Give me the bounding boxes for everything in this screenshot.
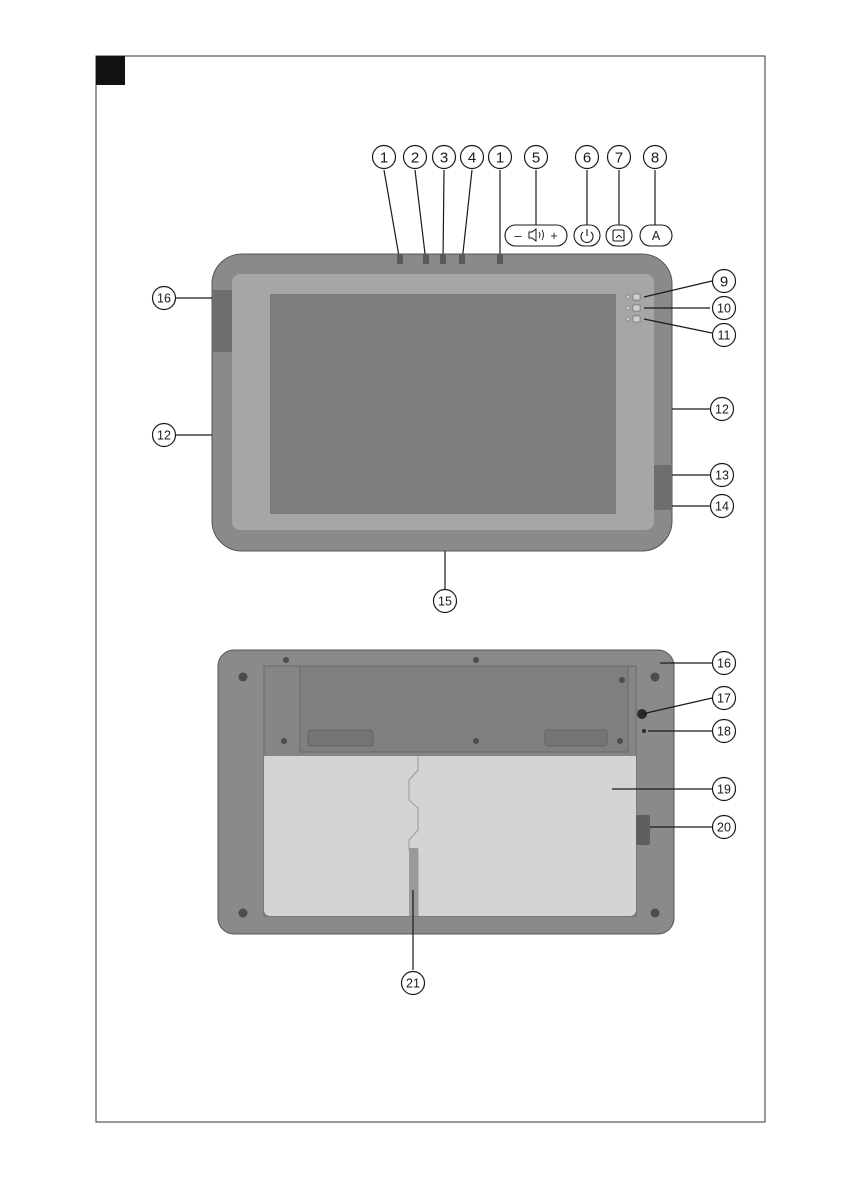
svg-text:20: 20 [717,821,731,835]
callout: 3 [433,146,456,169]
volume-minus-label: – [515,229,522,243]
callout: 14 [711,495,734,518]
volume-button: – + [505,225,567,246]
svg-text:21: 21 [406,977,420,991]
svg-text:3: 3 [440,150,448,167]
svg-text:11: 11 [718,329,731,343]
volume-plus-label: + [550,229,557,243]
callout: 13 [711,464,734,487]
svg-text:16: 16 [157,292,171,306]
callout: 10 [713,297,736,320]
back-view [218,650,712,970]
callout: 12 [711,398,734,421]
callout: 6 [576,146,599,169]
svg-text:6: 6 [583,150,591,167]
right-side-strip [654,465,672,510]
callout: 9 [713,270,736,293]
left-side-strip [212,290,232,352]
page-frame [96,56,765,1122]
callout: 12 [153,424,176,447]
slider-switch [636,815,650,845]
svg-text:12: 12 [157,429,171,443]
svg-text:8: 8 [651,150,659,167]
power-button [574,225,600,246]
callout: 15 [434,590,457,613]
callout: 17 [713,687,736,710]
callout: 21 [402,972,425,995]
svg-text:18: 18 [717,725,731,739]
callout: 2 [404,146,427,169]
callout: 1 [373,146,396,169]
svg-text:1: 1 [380,150,388,167]
mode-letter-label: A [652,229,661,243]
svg-text:17: 17 [717,692,731,706]
callout: 20 [713,816,736,839]
svg-text:1: 1 [496,150,504,167]
callout: 18 [713,720,736,743]
callout: 7 [608,146,631,169]
battery-cover [264,756,636,916]
svg-text:12: 12 [715,403,729,417]
svg-text:2: 2 [411,150,419,167]
callout: 16 [713,652,736,675]
callout: 5 [525,146,548,169]
callout: 19 [713,778,736,801]
section-marker [96,56,125,85]
reset-hole [642,729,646,733]
callout: 8 [644,146,667,169]
svg-text:7: 7 [615,150,623,167]
svg-text:13: 13 [715,469,729,483]
svg-text:5: 5 [532,150,540,167]
display-button [606,225,632,246]
stand-foot-right [545,730,607,746]
top-leaders [384,170,655,262]
svg-text:15: 15 [438,595,452,609]
svg-text:14: 14 [715,500,729,514]
callout: 1 [489,146,512,169]
stand-foot-left [308,730,373,746]
svg-text:4: 4 [468,150,476,167]
svg-text:19: 19 [717,783,731,797]
callout: 16 [153,287,176,310]
mode-button: A [640,225,672,246]
svg-text:9: 9 [720,274,728,291]
svg-text:10: 10 [717,302,731,316]
callout: 11 [713,324,736,347]
svg-text:16: 16 [717,657,731,671]
indicator-leds [626,294,640,322]
screen [270,294,616,514]
callout: 4 [461,146,484,169]
front-view: – + A [176,170,712,589]
